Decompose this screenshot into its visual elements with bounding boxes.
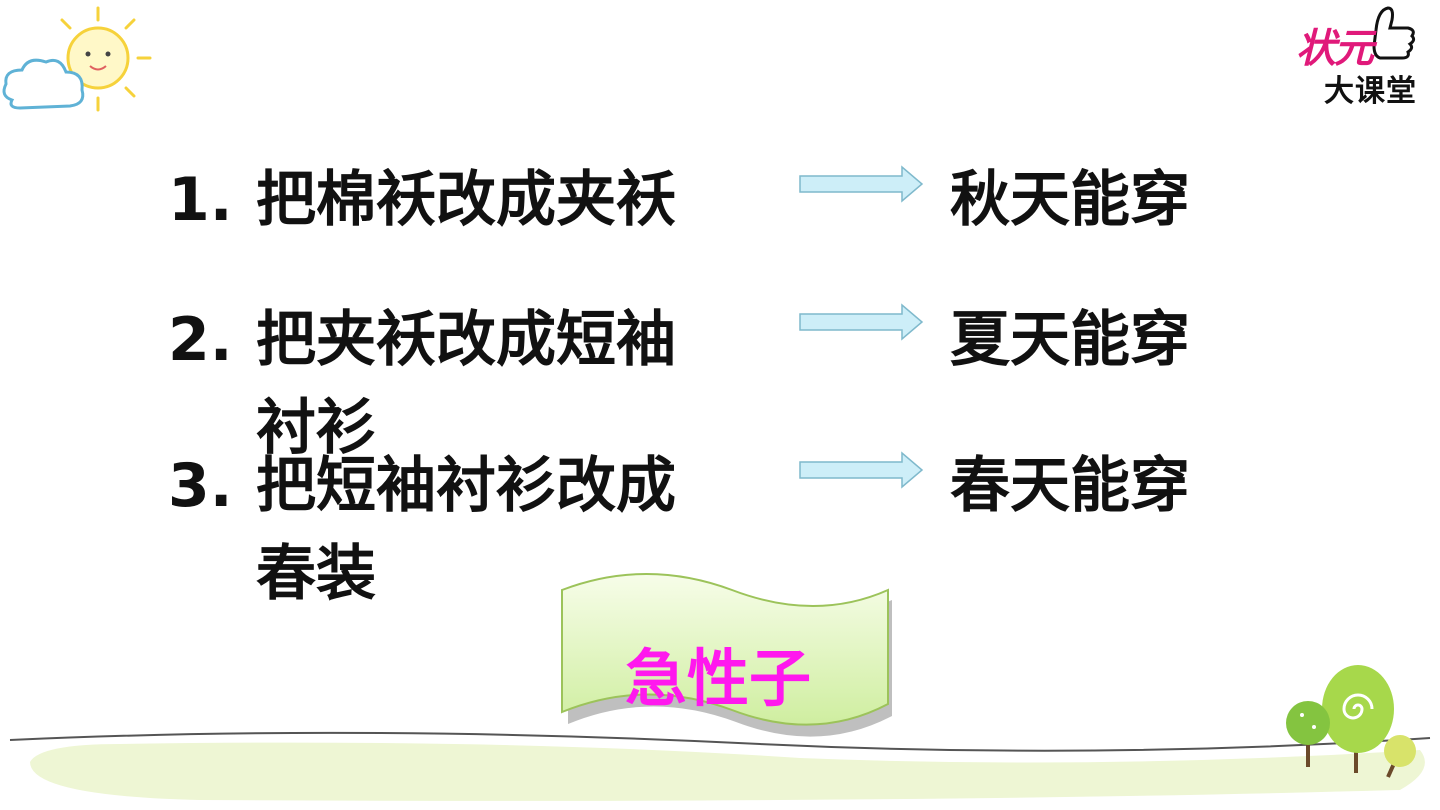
list-item: 3. 把短袖衬衫改成春装 (168, 442, 726, 618)
item-text: 把棉袄改成夹袄 (256, 165, 676, 235)
item-number: 2. (168, 305, 233, 375)
brand-logo: 状元 大课堂 (1290, 2, 1440, 109)
arrow-right-icon (799, 451, 924, 489)
logo-subtitle: 大课堂 (1324, 74, 1417, 109)
item-result: 夏天能穿 (950, 305, 1190, 375)
item-result: 秋天能穿 (950, 165, 1190, 235)
logo-title: 状元 (1296, 25, 1374, 72)
sun-cloud-icon (2, 6, 152, 112)
label-banner (561, 573, 892, 737)
item-number: 1. (168, 165, 233, 235)
item-text: 把夹袄改成短袖衬衫 (256, 305, 676, 463)
arrow-right-icon (799, 165, 924, 203)
item-result: 春天能穿 (950, 451, 1190, 521)
arrow-right-icon (799, 303, 924, 341)
trees-icon (1286, 665, 1416, 778)
list-item: 2. 把夹袄改成短袖衬衫 (168, 296, 726, 472)
item-text: 把短袖衬衫改成春装 (256, 451, 676, 609)
grass-ground (0, 730, 1440, 810)
item-number: 3. (168, 451, 233, 521)
banner-label: 急性子 (624, 642, 811, 715)
list-item: 1. 把棉袄改成夹袄 (168, 156, 726, 244)
thumbs-up-icon (1372, 6, 1416, 60)
